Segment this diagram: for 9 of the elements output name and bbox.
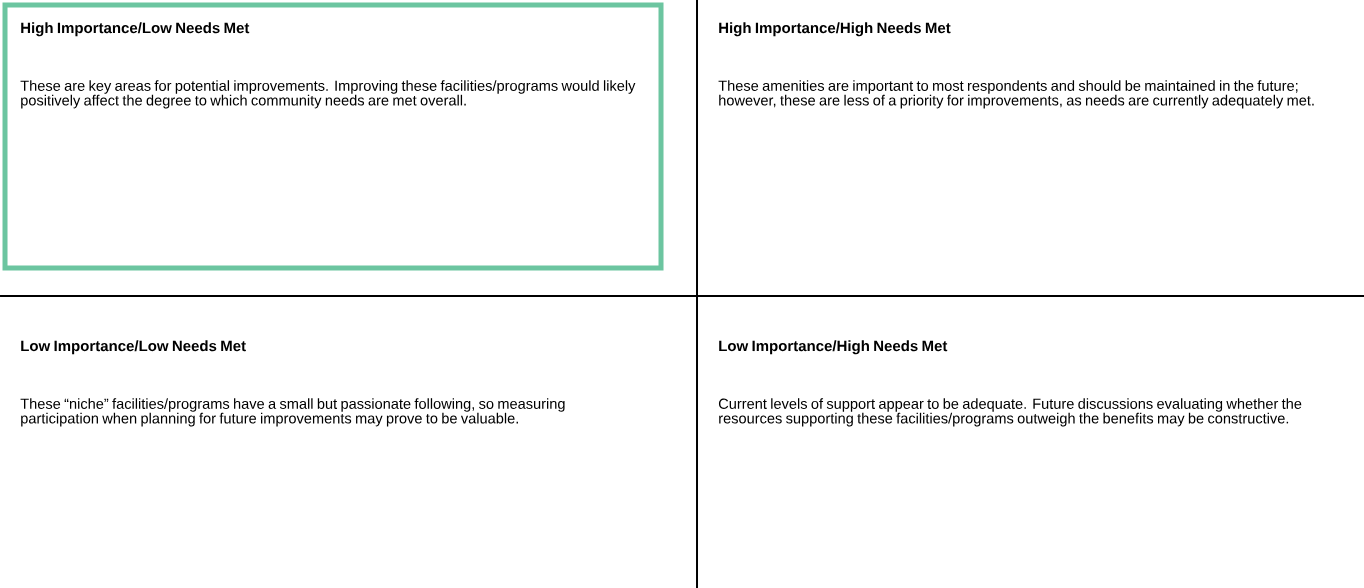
heading: High Importance/High Needs Met [719,22,951,37]
highlight-box [2,2,664,271]
heading: Low Importance/Low Needs Met [21,340,246,355]
heading: Low Importance/High Needs Met [719,340,948,355]
body-text: Current levels of support appear to be adequate. Future discussions evaluating whether the resources supporting these facilities/programs outweigh the benefits may be constructive. [718,398,1302,427]
heading: High Importance/Low Needs Met [21,22,250,37]
body-text: These “niche” facilities/programs have a small but passionate following, so measuring participation when planning for future improvements may prove to be valuable. [20,398,565,427]
body-text: These amenities are important to most respondents and should be maintained in the future; however, these are less of a priority for improvements, as needs are currently adequately met. [718,80,1314,109]
body-text: These are key areas for potential improvements. Improving these facilities/programs would likely positively affect the degree to which community needs are met overall. [20,80,636,109]
